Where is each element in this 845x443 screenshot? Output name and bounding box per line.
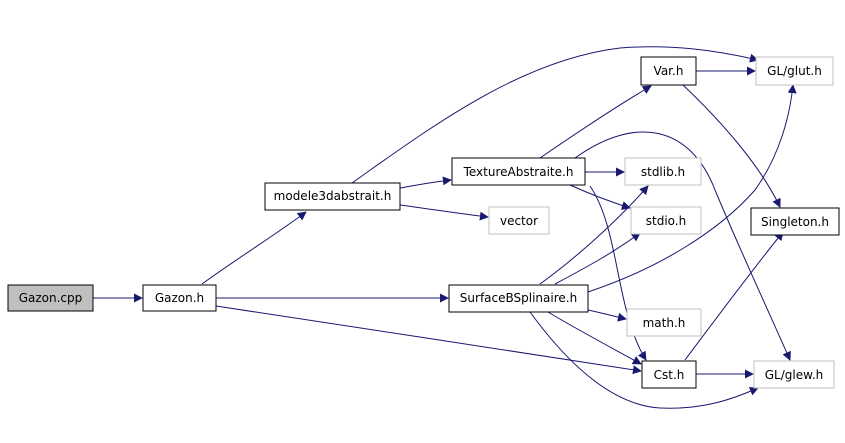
edges	[93, 46, 797, 409]
node-vector[interactable]: vector	[488, 206, 550, 235]
edge-surfacebsplinaire-h-to-gl-glut-h	[587, 84, 797, 293]
node-var-h[interactable]: Var.h	[640, 56, 697, 86]
edge-textureabstraite-h-to-gl-glew-h	[574, 131, 791, 361]
node-gl-glew-h[interactable]: GL/glew.h	[753, 360, 835, 389]
node-stdio-h[interactable]: stdio.h	[630, 206, 702, 235]
edge-surfacebsplinaire-h-to-stdlib-h	[539, 185, 649, 285]
edge-textureabstraite-h-to-cst-h	[589, 185, 647, 361]
node-surfacebsplinaire-h[interactable]: SurfaceBSplinaire.h	[448, 284, 589, 313]
edge-surfacebsplinaire-h-to-cst-h	[547, 311, 642, 365]
edge-modele3dabstrait-h-to-gl-glut-h	[351, 46, 759, 184]
node-math-h[interactable]: math.h	[626, 308, 702, 337]
node-label: Gazon.h	[155, 291, 204, 305]
edge-gazon-h-to-cst-h	[215, 305, 642, 375]
node-textureabstraite-h[interactable]: TextureAbstraite.h	[451, 157, 586, 186]
node-label: Var.h	[654, 64, 684, 78]
node-cst-h[interactable]: Cst.h	[641, 360, 697, 389]
nodes: Gazon.cpp Gazon.h modele3dabstrait.h vec…	[7, 56, 840, 389]
edge-textureabstraite-h-to-var-h	[539, 85, 652, 159]
node-label: stdio.h	[646, 214, 686, 228]
node-label: Cst.h	[654, 368, 685, 382]
edge-var-h-to-singleton-h	[682, 84, 781, 208]
edge-surfacebsplinaire-h-to-gl-glew-h	[529, 311, 759, 409]
node-modele3dabstrait-h[interactable]: modele3dabstrait.h	[264, 182, 401, 211]
node-label: SurfaceBSplinaire.h	[460, 291, 577, 305]
node-gazon-cpp[interactable]: Gazon.cpp	[7, 284, 94, 312]
edge-cst-h-to-singleton-h	[684, 231, 784, 361]
node-label: modele3dabstrait.h	[274, 189, 392, 203]
edge-surfacebsplinaire-h-to-stdio-h	[554, 232, 641, 285]
edge-modele3dabstrait-h-to-vector	[399, 204, 489, 221]
node-label: Singleton.h	[761, 215, 829, 229]
edge-gazon-h-to-modele3dabstrait-h	[201, 211, 307, 285]
edge-modele3dabstrait-h-to-textureabstraite-h	[399, 176, 452, 189]
edge-surfacebsplinaire-h-to-math-h	[587, 309, 627, 322]
node-stdlib-h[interactable]: stdlib.h	[624, 157, 702, 186]
node-label: math.h	[643, 316, 686, 330]
node-gazon-h[interactable]: Gazon.h	[142, 284, 217, 312]
node-label: GL/glew.h	[765, 368, 824, 382]
node-label: Gazon.cpp	[19, 291, 83, 305]
edge-textureabstraite-h-to-stdio-h	[569, 184, 631, 210]
node-label: GL/glut.h	[767, 64, 822, 78]
node-label: TextureAbstraite.h	[463, 165, 574, 179]
node-gl-glut-h[interactable]: GL/glut.h	[755, 56, 834, 86]
node-singleton-h[interactable]: Singleton.h	[750, 207, 840, 236]
node-label: vector	[500, 214, 538, 228]
node-label: stdlib.h	[641, 165, 685, 179]
